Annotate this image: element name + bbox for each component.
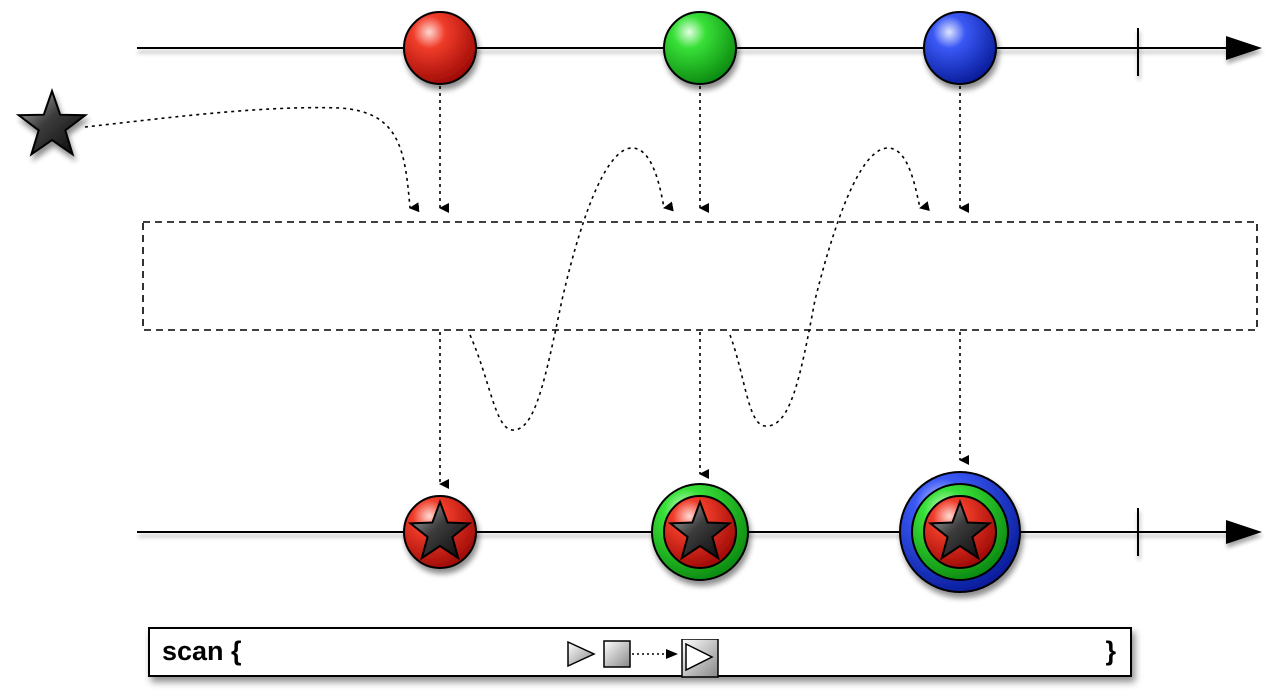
output-drop-arrows [439,332,969,489]
value-square-icon [603,640,631,668]
accumulator-triangle-icon [567,640,596,668]
operator-name: scan { [162,636,242,666]
red-marble [403,11,477,85]
star-icon [15,87,89,157]
accumulated-star-marble [651,483,749,581]
output-items [403,471,1021,593]
timeline-arrow-icon [1226,520,1262,544]
operator-signature [567,639,719,678]
green-marble [663,11,737,85]
input-drop-arrows [439,86,969,213]
star-icon [667,499,733,561]
accumulator-feedback-paths [469,147,930,431]
operator-close-brace: } [1105,636,1116,666]
transform-box [142,221,1258,331]
accumulated-star-marble [403,495,477,569]
star-icon [927,499,993,561]
blue-marble [923,11,997,85]
star-icon [407,499,473,561]
input-items [403,11,997,85]
seed-flow-path [84,106,420,213]
accumulated-star-marble [899,471,1021,593]
timeline-arrow-icon [1226,36,1262,60]
arrow-icon [666,649,678,659]
result-triangle-in-box-icon [681,639,719,678]
operator-box: scan { } [148,627,1132,678]
